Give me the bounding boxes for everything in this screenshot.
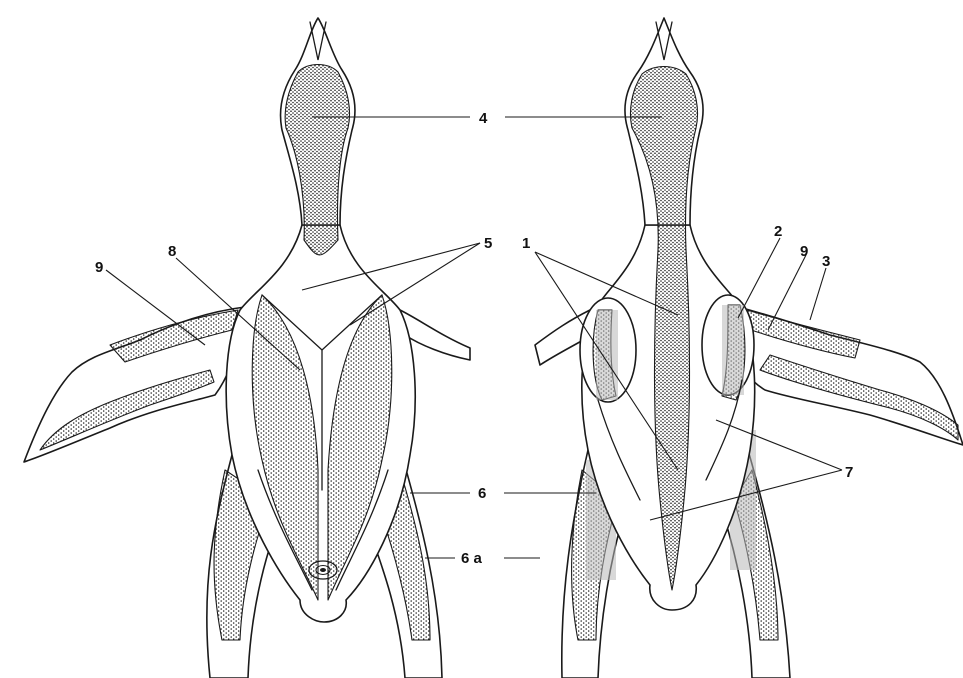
leader-3 [810, 268, 826, 320]
label-4: 4 [479, 110, 488, 127]
label-6: 6 [478, 485, 486, 502]
label-6a: 6 a [461, 550, 483, 567]
label-3: 3 [822, 253, 830, 270]
dorsal-shade-scapular-right [722, 305, 744, 395]
label-9-left: 9 [95, 259, 103, 276]
label-1: 1 [522, 235, 530, 252]
label-2: 2 [774, 223, 782, 240]
label-7: 7 [845, 464, 853, 481]
leader-9-right [768, 255, 806, 330]
leader-2 [738, 238, 780, 318]
dorsal-shade-scapular-left [596, 310, 618, 400]
label-8: 8 [168, 243, 176, 260]
label-5: 5 [484, 235, 492, 252]
label-9-right: 9 [800, 243, 808, 260]
